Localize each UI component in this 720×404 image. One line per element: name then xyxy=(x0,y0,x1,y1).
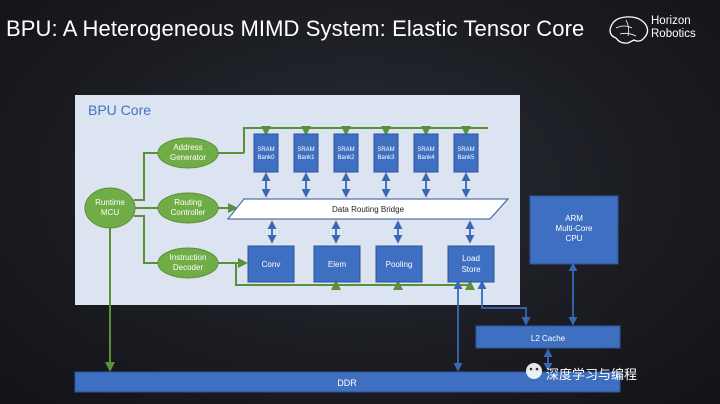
sram-bank-1: SRAM Bank1 xyxy=(293,133,319,173)
elem-unit: Elem xyxy=(313,245,361,283)
load-store-label-1: Load xyxy=(462,254,480,263)
slide-title: BPU: A Heterogeneous MIMD System: Elasti… xyxy=(6,16,585,41)
horizon-robotics-logo xyxy=(609,16,649,44)
routing-controller-node: Routing Controller xyxy=(157,192,219,224)
sram-bank-2-label-1: SRAM xyxy=(337,147,354,153)
address-generator-node: Address Generator xyxy=(157,137,219,169)
sram-bank-0-label-2: Bank0 xyxy=(257,155,275,161)
watermark-text: 深度学习与编程 xyxy=(546,368,638,383)
sram-top-bus xyxy=(243,127,488,153)
instruction-decoder-node: Instruction Decoder xyxy=(157,247,219,279)
l2-cache-label: L2 Cache xyxy=(531,334,566,343)
data-routing-bridge: Data Routing Bridge xyxy=(226,198,510,220)
loadstore-l2-arrow xyxy=(477,280,531,326)
bpu-core-label: BPU Core xyxy=(88,102,151,118)
arm-cpu-label-2: Multi-Core xyxy=(556,224,593,233)
sram-bank-5-label-2: Bank5 xyxy=(457,155,475,161)
sram-bank-2: SRAM Bank2 xyxy=(333,133,359,173)
units-bottom-bus xyxy=(235,263,470,286)
routing-controller-label-1: Routing xyxy=(174,198,202,207)
mcu-to-address-line xyxy=(134,152,158,201)
sram-bank-4: SRAM Bank4 xyxy=(413,133,439,173)
brain-icon xyxy=(609,16,649,44)
elem-unit-label: Elem xyxy=(328,260,347,269)
ddr-bar: DDR xyxy=(74,371,621,393)
sram-bank-3: SRAM Bank3 xyxy=(373,133,399,173)
routing-controller-label-2: Controller xyxy=(171,208,206,217)
sram-bank-0: SRAM Bank0 xyxy=(253,133,279,173)
address-generator-label-1: Address xyxy=(173,143,202,152)
ddr-label: DDR xyxy=(337,378,357,388)
instruction-decoder-label-1: Instruction xyxy=(170,253,207,262)
conv-unit: Conv xyxy=(247,245,295,283)
sram-bank-1-label-2: Bank1 xyxy=(297,155,315,161)
sram-bank-5-label-1: SRAM xyxy=(457,147,474,153)
sram-bank-5: SRAM Bank5 xyxy=(453,133,479,173)
runtime-mcu-label-2: MCU xyxy=(101,208,119,217)
pooling-unit-label: Pooling xyxy=(386,260,413,269)
instruction-decoder-label-2: Decoder xyxy=(173,263,204,272)
logo-text-line2: Robotics xyxy=(651,28,696,40)
wechat-icon xyxy=(526,363,542,379)
sram-bank-4-label-2: Bank4 xyxy=(417,155,435,161)
load-store-label-2: Store xyxy=(461,265,481,274)
sram-bank-2-label-2: Bank2 xyxy=(337,155,355,161)
sram-bank-3-label-2: Bank3 xyxy=(377,155,395,161)
blue-connections xyxy=(261,172,578,372)
sram-bank-0-label-1: SRAM xyxy=(257,147,274,153)
address-generator-label-2: Generator xyxy=(170,153,206,162)
l2-cache-box: L2 Cache xyxy=(475,325,621,349)
conv-unit-label: Conv xyxy=(262,260,281,269)
runtime-mcu-label-1: Runtime xyxy=(95,198,125,207)
green-connections xyxy=(105,126,488,372)
load-store-unit: Load Store xyxy=(447,245,495,283)
sram-bank-1-label-1: SRAM xyxy=(297,147,314,153)
logo-text-line1: Horizon xyxy=(651,15,691,27)
pooling-unit: Pooling xyxy=(375,245,423,283)
arm-cpu-box: ARM Multi-Core CPU xyxy=(529,195,619,265)
arm-cpu-label-1: ARM xyxy=(565,214,583,223)
mcu-to-instruction-line xyxy=(134,215,158,264)
runtime-mcu-node: Runtime MCU xyxy=(84,187,136,229)
sram-bank-4-label-1: SRAM xyxy=(417,147,434,153)
arm-cpu-label-3: CPU xyxy=(566,234,583,243)
sram-bank-3-label-1: SRAM xyxy=(377,147,394,153)
data-routing-bridge-label: Data Routing Bridge xyxy=(332,205,405,214)
